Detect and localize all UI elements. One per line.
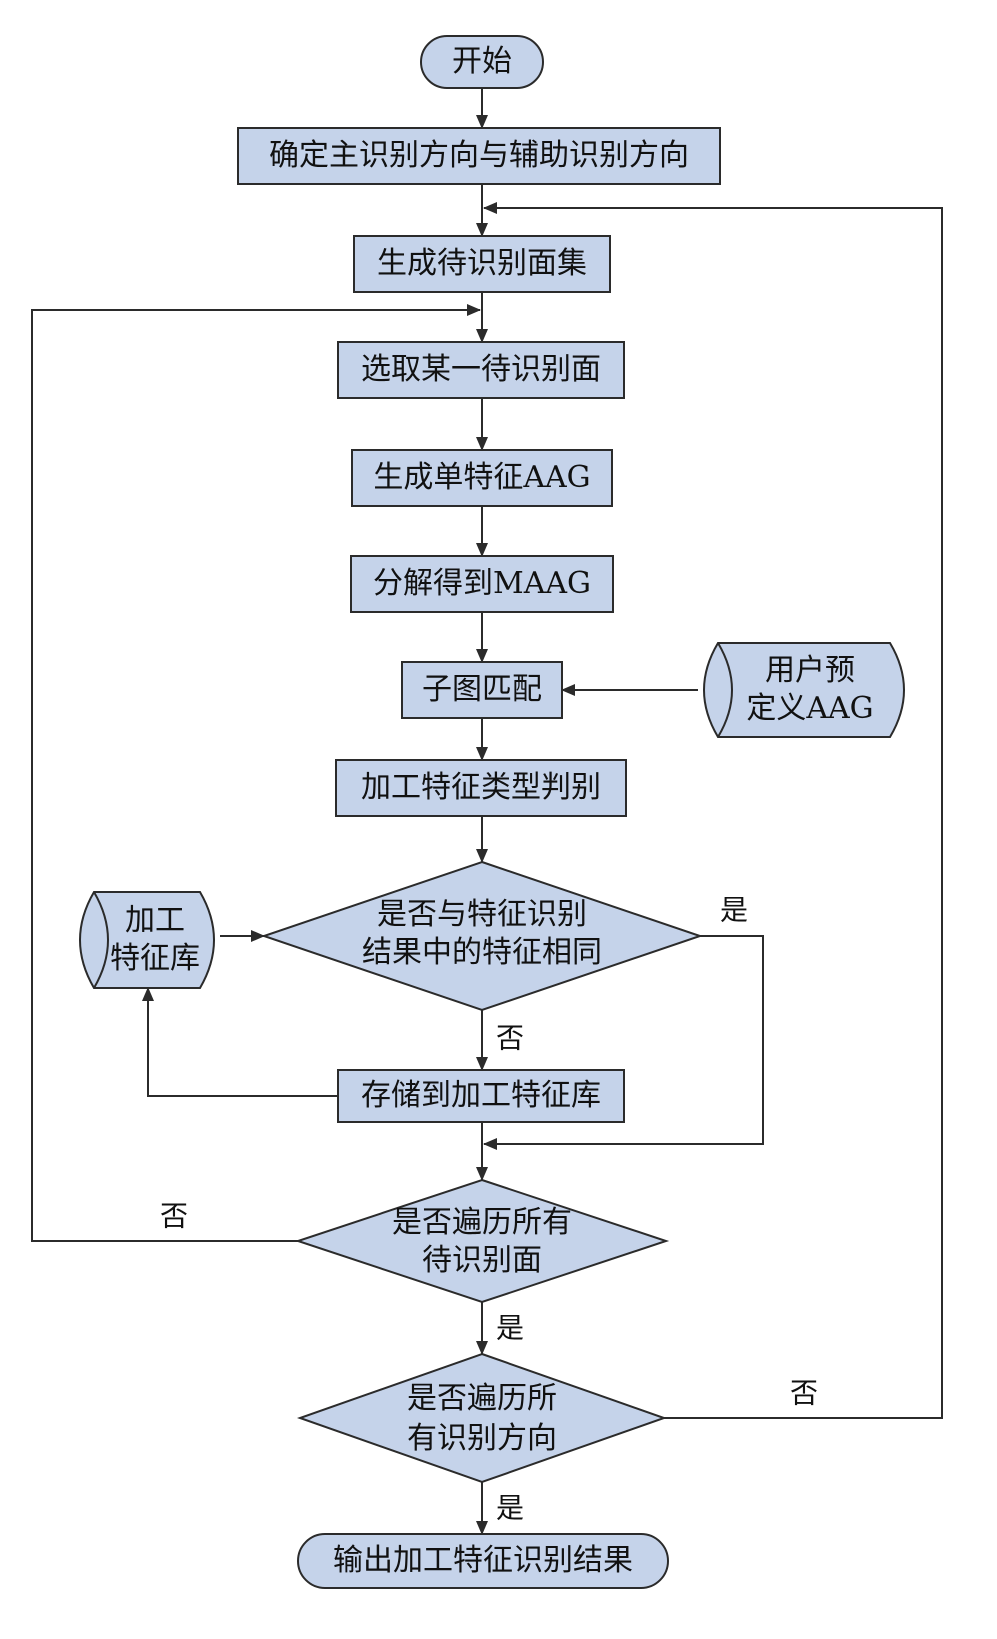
process-shape [351, 449, 613, 507]
feature-lib-label-line2: 特征库 [110, 941, 200, 976]
node-start: 开始 [420, 35, 544, 89]
node-all-directions-decision: 是否遍历所 有识别方向 [296, 1352, 668, 1484]
user-aag-label-line1: 用户预 [765, 653, 855, 688]
process-shape [337, 341, 625, 399]
process-shape [350, 555, 614, 613]
node-generate-face-set: 生成待识别面集 [353, 235, 611, 293]
decompose-maag-label: 分解得到MAAG [373, 566, 591, 601]
same-feature-label-line2: 结果中的特征相同 [362, 935, 602, 970]
feature-lib-label-line1: 加工 [125, 903, 185, 938]
edge-all-faces-no-loop [31, 304, 481, 1242]
stored-data-shape [703, 642, 905, 738]
dirs-yes-label: 是 [496, 1492, 524, 1525]
user-aag-label-line2: 定义AAG [746, 691, 873, 726]
node-store-to-library: 存储到加工特征库 [337, 1069, 625, 1123]
all-dirs-label-line2: 有识别方向 [407, 1421, 557, 1456]
same-yes-label: 是 [720, 894, 748, 927]
determine-directions-label: 确定主识别方向与辅助识别方向 [269, 138, 689, 173]
faces-no-label: 否 [160, 1200, 188, 1233]
same-feature-label-line1: 是否与特征识别 [377, 897, 587, 932]
feature-type-judge-label: 加工特征类型判别 [361, 770, 601, 805]
all-faces-label-line2: 待识别面 [422, 1243, 542, 1278]
start-label: 开始 [452, 44, 512, 79]
node-subgraph-match: 子图匹配 [401, 661, 563, 719]
node-generate-aag: 生成单特征AAG [351, 449, 613, 507]
stored-data-inner-curve [93, 891, 109, 989]
terminal-shape [297, 1533, 669, 1589]
process-shape [401, 661, 563, 719]
stored-data-inner-curve [717, 642, 733, 738]
node-user-defined-aag: 用户预 定义AAG [703, 642, 905, 738]
node-feature-library: 加工 特征库 [79, 891, 215, 989]
edge-store-to-lib [142, 987, 338, 1097]
node-same-feature-decision: 是否与特征识别 结果中的特征相同 [260, 860, 704, 1012]
select-face-label: 选取某一待识别面 [361, 352, 601, 387]
decision-shape [296, 1352, 668, 1484]
generate-aag-label: 生成单特征AAG [373, 460, 590, 495]
edge-all-dirs-no-loop [483, 202, 943, 1419]
edge-same-yes-bypass [483, 935, 764, 1150]
all-faces-label-line1: 是否遍历所有 [392, 1205, 572, 1240]
faces-yes-label: 是 [496, 1312, 524, 1345]
process-shape [237, 127, 721, 185]
terminal-shape [420, 35, 544, 89]
process-shape [337, 1069, 625, 1123]
generate-face-set-label: 生成待识别面集 [377, 246, 587, 281]
stored-data-shape [79, 891, 215, 989]
same-no-label: 否 [496, 1022, 524, 1055]
decision-shape [260, 860, 704, 1012]
node-all-faces-decision: 是否遍历所有 待识别面 [294, 1178, 670, 1304]
subgraph-match-label: 子图匹配 [422, 672, 542, 707]
store-to-lib-label: 存储到加工特征库 [361, 1078, 601, 1113]
node-output-result: 输出加工特征识别结果 [297, 1533, 669, 1589]
connectors [31, 88, 943, 1535]
node-determine-directions: 确定主识别方向与辅助识别方向 [237, 127, 721, 185]
node-feature-type-judge: 加工特征类型判别 [335, 759, 627, 817]
node-select-face: 选取某一待识别面 [337, 341, 625, 399]
process-shape [353, 235, 611, 293]
output-result-label: 输出加工特征识别结果 [333, 1543, 633, 1578]
dirs-no-label: 否 [790, 1377, 818, 1410]
decision-shape [294, 1178, 670, 1304]
node-decompose-maag: 分解得到MAAG [350, 555, 614, 613]
all-dirs-label-line1: 是否遍历所 [407, 1381, 557, 1416]
process-shape [335, 759, 627, 817]
edge-labels: 是 否 否 是 否 是 [160, 894, 818, 1525]
